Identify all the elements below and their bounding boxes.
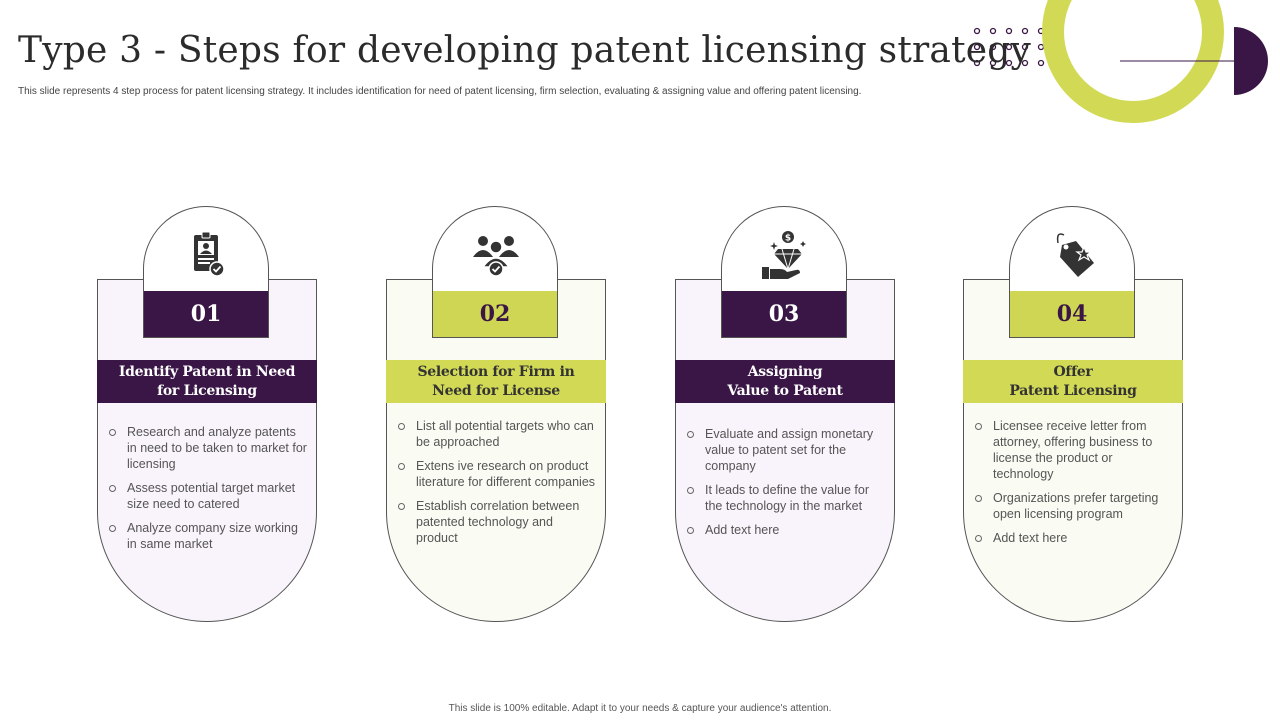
list-item: Evaluate and assign monetary value to pa… <box>685 426 885 474</box>
corner-decoration <box>973 0 1268 123</box>
step-bullet-list: List all potential targets who can be ap… <box>396 418 596 554</box>
purple-half-circle <box>1234 27 1268 95</box>
step-number: 02 <box>433 291 557 337</box>
step-number: 04 <box>1010 291 1134 337</box>
step-bullet-list: Evaluate and assign monetary value to pa… <box>685 426 885 546</box>
step-cap: 02 <box>432 206 558 338</box>
list-item: Assess potential target market size need… <box>107 480 307 512</box>
step-cap: 01 <box>143 206 269 338</box>
step-cap: 04 <box>1009 206 1135 338</box>
hand-diamond-dollar-icon: $ <box>762 231 806 279</box>
list-item: Organizations prefer targeting open lice… <box>973 490 1173 522</box>
group-check-icon <box>473 236 519 277</box>
step-bullet-list: Licensee receive letter from attorney, o… <box>973 418 1173 554</box>
list-item: Research and analyze patents in need to … <box>107 424 307 472</box>
price-tag-star-icon <box>1056 233 1094 277</box>
list-item: List all potential targets who can be ap… <box>396 418 596 450</box>
list-item: Licensee receive letter from attorney, o… <box>973 418 1173 482</box>
page-subtitle: This slide represents 4 step process for… <box>18 86 862 97</box>
footer-note: This slide is 100% editable. Adapt it to… <box>448 703 832 714</box>
list-item: Extens ive research on product literatur… <box>396 458 596 490</box>
step-number: 03 <box>722 291 846 337</box>
svg-text:$: $ <box>785 234 791 244</box>
list-item: Add text here <box>973 530 1173 546</box>
list-item: Establish correlation between patented t… <box>396 498 596 546</box>
step-number: 01 <box>144 291 268 337</box>
step-bullet-list: Research and analyze patents in need to … <box>107 424 307 560</box>
list-item: It leads to define the value for the tec… <box>685 482 885 514</box>
lime-ring <box>1042 0 1224 123</box>
page-title: Type 3 - Steps for developing patent lic… <box>18 30 1032 71</box>
step-cap: $ 03 <box>721 206 847 338</box>
id-badge-check-icon <box>194 231 225 277</box>
list-item: Analyze company size working in same mar… <box>107 520 307 552</box>
list-item: Add text here <box>685 522 885 538</box>
